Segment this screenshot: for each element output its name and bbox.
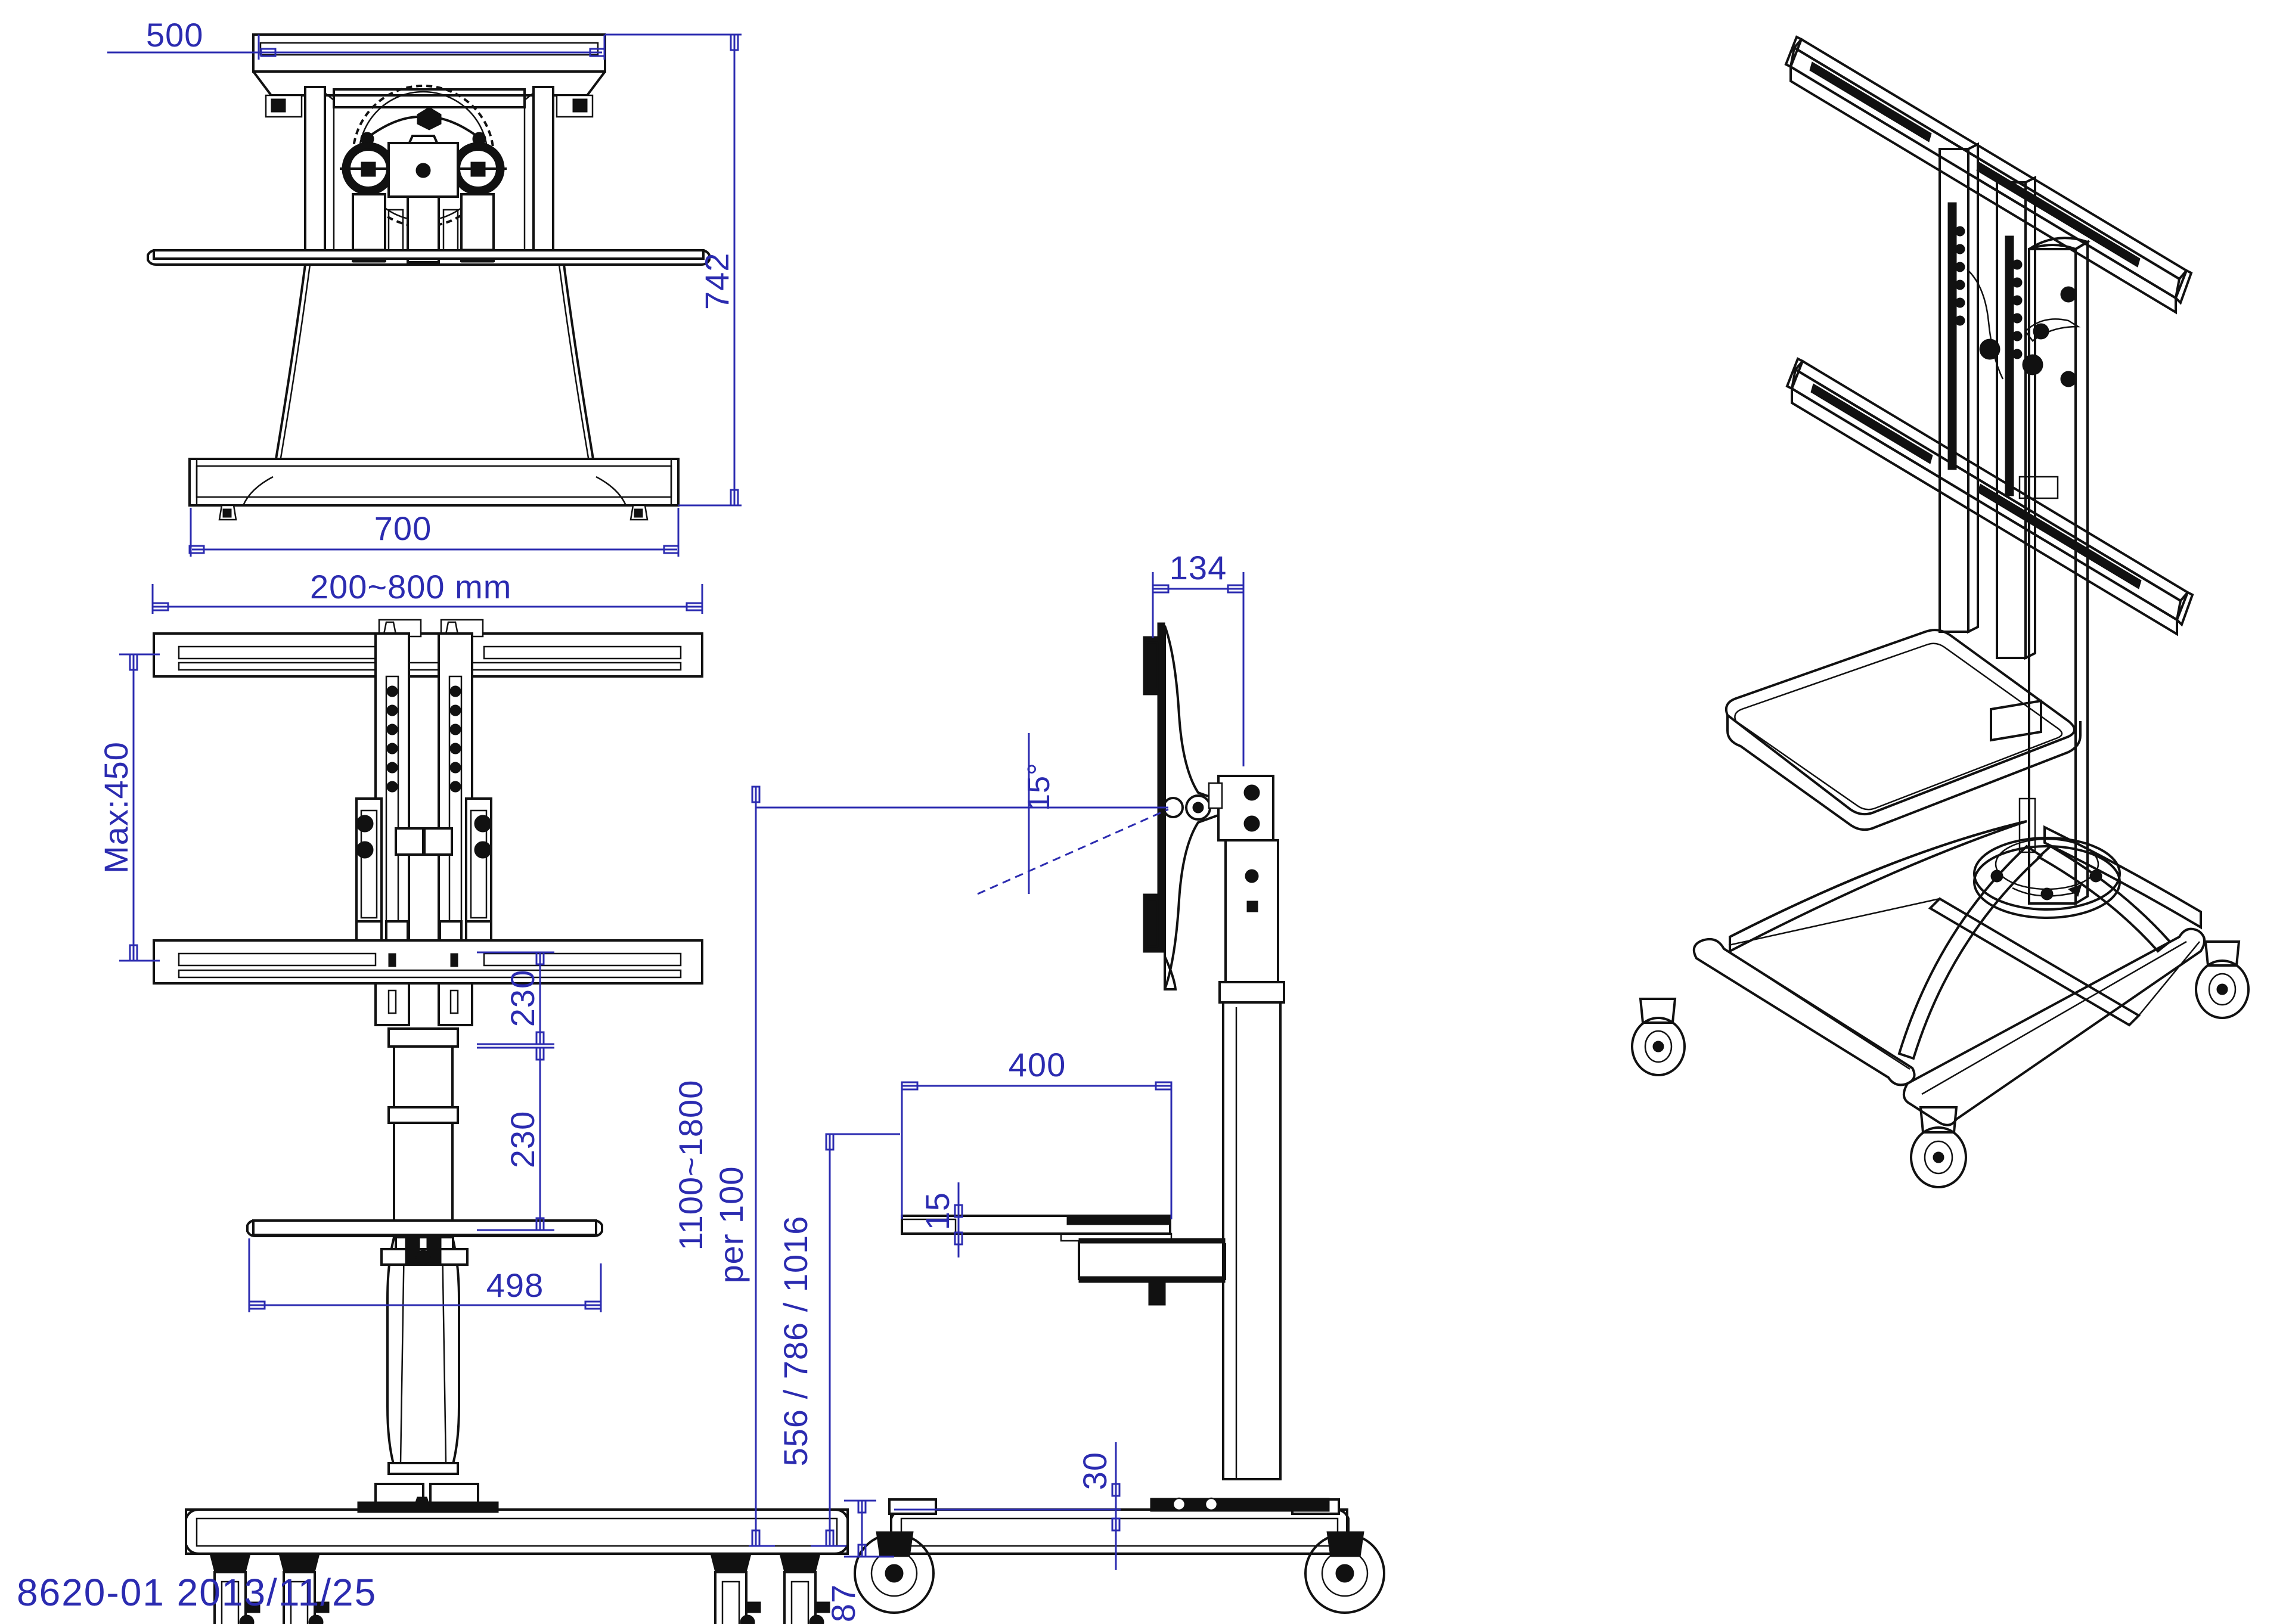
caster-wheel bbox=[1910, 1106, 1967, 1188]
vertical-column-side bbox=[1218, 839, 1285, 1480]
vesa-rail-lower bbox=[153, 939, 703, 1026]
dimension-label-per-100: per 100 bbox=[712, 1166, 750, 1284]
mid-shelf-plate bbox=[147, 249, 711, 266]
vesa-vertical-strips-3d bbox=[1938, 142, 2043, 660]
dimension-label-556-786-1016: 556 / 786 / 1016 bbox=[777, 1216, 814, 1467]
dimension-1100-1800: 1100~1800 per 100 bbox=[672, 785, 775, 1547]
vertical-column bbox=[386, 1027, 460, 1475]
equipment-shelf bbox=[246, 1219, 603, 1266]
upper-mount-rail bbox=[1784, 35, 2193, 315]
dimension-label-700: 700 bbox=[374, 510, 432, 547]
dimension-label-742: 742 bbox=[698, 253, 736, 310]
vesa-vertical-strips bbox=[355, 632, 492, 964]
caster-wheel bbox=[854, 1531, 935, 1614]
dimension-134: 134 bbox=[1152, 549, 1245, 766]
dimension-498: 498 bbox=[248, 1238, 602, 1312]
dimension-label-498: 498 bbox=[486, 1266, 544, 1304]
dimension-label-230-upper: 230 bbox=[504, 970, 541, 1027]
tilt-pivot bbox=[1162, 775, 1274, 842]
dimension-label-200-800: 200~800 mm bbox=[310, 568, 511, 605]
dimension-742: 742 bbox=[605, 33, 742, 507]
dimension-label-500: 500 bbox=[146, 16, 203, 54]
isometric-3d-view bbox=[1631, 35, 2250, 1188]
column-base-hub bbox=[1973, 837, 2121, 919]
dimension-label-30: 30 bbox=[1076, 1452, 1114, 1490]
camera-shelf bbox=[1724, 629, 2082, 831]
dimension-label-87: 87 bbox=[824, 1584, 862, 1622]
dimension-200-800: 200~800 mm bbox=[151, 568, 703, 614]
dimension-15: 15 bbox=[919, 1182, 963, 1257]
caster-wheel bbox=[1631, 998, 1686, 1076]
dimension-label-230-lower: 230 bbox=[504, 1111, 541, 1168]
caster-wheel bbox=[1304, 1531, 1385, 1614]
dimension-15deg: 15° bbox=[756, 733, 1169, 895]
dimension-label-134: 134 bbox=[1170, 549, 1227, 586]
front-elevation-upper-view: 500 742 700 bbox=[107, 16, 742, 557]
front-elevation-lower-view: 200~800 mm Max:450 230 230 bbox=[97, 568, 849, 1624]
dimension-label-15: 15 bbox=[919, 1192, 956, 1230]
dimension-556-786-1016: 556 / 786 / 1016 bbox=[777, 1133, 900, 1547]
display-panel-profile bbox=[1143, 622, 1229, 990]
base-frame-front bbox=[185, 1483, 849, 1624]
dimension-230-lower: 230 bbox=[477, 1047, 554, 1231]
caster-wheel bbox=[710, 1553, 761, 1624]
dimension-500: 500 bbox=[107, 16, 606, 60]
vertical-column-3d bbox=[1990, 237, 2091, 906]
title-block-text: 8620-01 2013/11/25 bbox=[17, 1571, 377, 1614]
dimension-30: 30 bbox=[894, 1442, 1121, 1570]
dimension-230-upper: 230 bbox=[477, 951, 554, 1045]
dimension-label-15-degrees: 15° bbox=[1022, 762, 1056, 811]
dimension-700: 700 bbox=[188, 508, 680, 557]
base-frame-3d bbox=[1631, 820, 2250, 1188]
dimension-400: 400 bbox=[901, 1046, 1173, 1219]
dimension-label-max450: Max:450 bbox=[97, 741, 135, 874]
dimension-87: 87 bbox=[824, 1499, 894, 1622]
lower-mount-rail bbox=[1785, 357, 2194, 636]
caster-wheel bbox=[2195, 940, 2250, 1019]
caster-wheel bbox=[209, 1553, 260, 1624]
caster-wheel bbox=[278, 1553, 330, 1624]
base-frame bbox=[188, 458, 680, 521]
dimension-max450: Max:450 bbox=[97, 653, 160, 962]
dimension-label-400: 400 bbox=[1009, 1046, 1066, 1083]
side-elevation-view: 134 15° 400 15 1100~1800 bbox=[672, 549, 1385, 1622]
dimension-label-1100-1800: 1100~1800 bbox=[672, 1080, 709, 1251]
caster-wheel bbox=[779, 1553, 830, 1624]
equipment-tray bbox=[901, 1215, 1226, 1306]
base-frame-side bbox=[854, 1497, 1385, 1614]
